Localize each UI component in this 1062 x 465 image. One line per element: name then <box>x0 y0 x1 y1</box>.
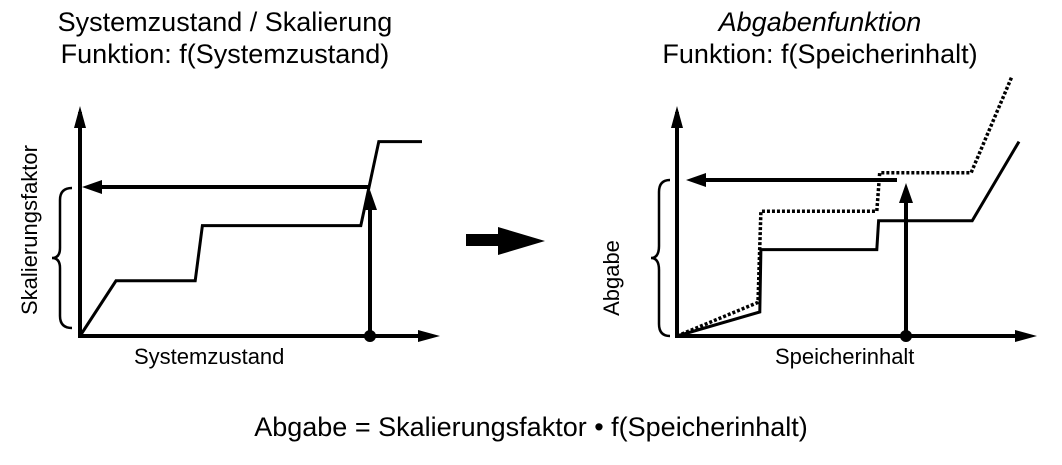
right-chart <box>650 76 1037 342</box>
left-lookup-dot <box>364 330 376 342</box>
right-arrow-icon <box>466 227 545 255</box>
left-y-axis-arrowhead <box>74 106 86 128</box>
left-x-axis-arrowhead <box>418 330 440 342</box>
right-title-line2: Funktion: f(Speicherinhalt) <box>662 39 978 69</box>
right-y-axis-arrowhead <box>671 106 683 128</box>
right-y-axis-label: Abgabe <box>599 240 624 316</box>
right-title-line1: Abgabenfunktion <box>718 7 922 37</box>
right-lookup-h-arrowhead <box>686 173 706 187</box>
left-brace <box>51 186 73 330</box>
right-series-group <box>676 76 1021 338</box>
formula: Abgabe = Skalierungsfaktor • f(Speicheri… <box>254 412 808 442</box>
left-title-line1: Systemzustand / Skalierung <box>57 7 393 37</box>
left-series-solid-line-0 <box>78 140 422 337</box>
right-x-axis-arrowhead <box>1015 330 1037 342</box>
right-series-dotted-line-1 <box>676 76 1014 338</box>
left-y-axis-label: Skalierungsfaktor <box>17 145 42 315</box>
left-title-line2: Funktion: f(Systemzustand) <box>60 39 390 69</box>
right-x-axis-label: Speicherinhalt <box>775 344 915 369</box>
right-series-solid-line-0 <box>676 140 1021 338</box>
left-lookup-h-arrowhead <box>82 180 102 194</box>
left-chart <box>51 106 440 342</box>
left-x-axis-label: Systemzustand <box>134 344 285 369</box>
right-panel-title: Abgabenfunktion Funktion: f(Speicherinha… <box>580 6 1060 70</box>
right-brace <box>650 178 671 338</box>
left-series-group <box>78 140 422 337</box>
right-lookup-dot <box>900 330 912 342</box>
left-lookup-v-arrowhead <box>363 190 377 210</box>
right-lookup-v-arrowhead <box>899 183 913 203</box>
left-panel-title: Systemzustand / Skalierung Funktion: f(S… <box>0 6 450 70</box>
